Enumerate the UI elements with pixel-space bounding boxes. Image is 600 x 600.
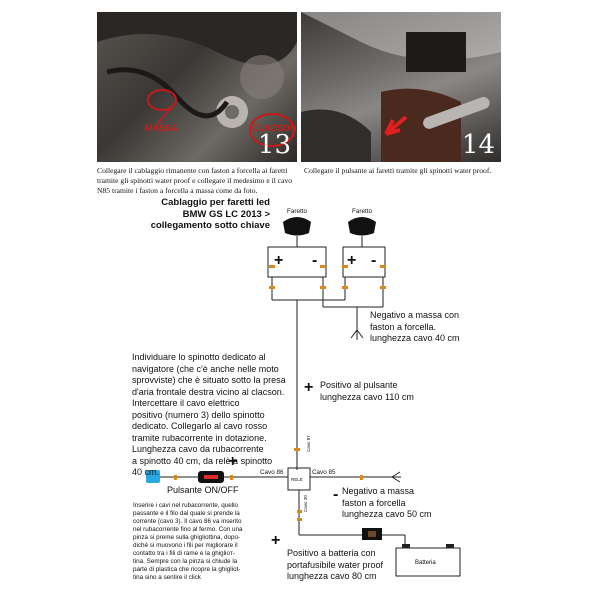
instructions-plus: +	[228, 453, 238, 470]
light-1-plus: +	[274, 252, 284, 269]
batteria-label: Batteria	[415, 560, 436, 566]
faretto-1-icon	[283, 217, 311, 236]
connector-icon	[380, 265, 386, 268]
title-line: Cablaggio per faretti led	[161, 197, 270, 208]
caption-photo-14: Collegare il pulsante ai faretti tramite…	[304, 166, 492, 175]
faretto-1-label: Faretto	[287, 208, 307, 215]
photo-13: MASSA CLACSON 13	[97, 12, 297, 162]
rubacorrente-note: Inserire i cavi nel rubacorrente, quello…	[133, 502, 243, 581]
positivo-pulsante-text: Positivo al pulsante lunghezza cavo 110 …	[320, 380, 414, 402]
connector-icon	[380, 286, 386, 289]
light-2-terminal-box	[342, 246, 386, 278]
title-line: collegamento sotto chiave	[150, 220, 270, 231]
ground-fork-icon	[350, 329, 364, 340]
cavo-30-label: Cavo 30	[303, 495, 308, 512]
connector-icon	[269, 286, 275, 289]
cavo-87-label: Cavo 87	[306, 435, 311, 452]
connector-icon	[342, 265, 348, 268]
clacson-label: CLACSON	[252, 123, 297, 133]
connector-icon	[269, 265, 275, 268]
caption-photo-13: Collegare il cablaggio rimanente con fas…	[97, 166, 293, 195]
positivo-batteria-plus: +	[271, 532, 281, 549]
battery-icon	[395, 544, 461, 577]
faretto-2-icon	[348, 217, 376, 236]
light-1	[283, 217, 311, 236]
connector-icon	[297, 518, 302, 521]
light-2-plus: +	[347, 252, 357, 269]
connector-icon	[320, 265, 326, 268]
cavo-85-label: Cavo 85	[312, 469, 336, 476]
fuse-holder-icon	[362, 528, 382, 540]
connector-icon	[230, 475, 233, 480]
positivo-batteria-text: Positivo a batteria con portafusibile wa…	[287, 548, 384, 581]
connector-icon	[320, 286, 326, 289]
negativo-massa-2-minus: -	[333, 486, 339, 503]
massa-label: MASSA	[145, 123, 178, 133]
diagram-title: Cablaggio per faretti led BMW GS LC 2013…	[130, 197, 270, 232]
photo-14-illustration	[301, 12, 501, 162]
connector-icon	[297, 510, 302, 513]
pulsante-led-icon	[204, 475, 218, 479]
instructions-text: Individuare lo spinotto dedicato al navi…	[132, 352, 286, 477]
title-line: BMW GS LC 2013 >	[182, 208, 270, 220]
ground-fork-icon	[391, 471, 401, 483]
connector-icon	[294, 448, 300, 451]
light-1-minus: -	[312, 252, 318, 269]
faretto-2-label: Faretto	[352, 208, 372, 215]
photo-14: 14	[301, 12, 501, 162]
pulsante-connector-icon	[146, 470, 160, 483]
cavo-86-label: Cavo 86	[260, 469, 284, 476]
negativo-massa-1-text: Negativo a massa con faston a forcella. …	[370, 310, 460, 343]
photo-number: 13	[257, 130, 291, 160]
connector-icon	[174, 475, 177, 480]
light-2	[348, 217, 376, 236]
connector-icon	[342, 286, 348, 289]
relay-center-label: RELE	[291, 477, 303, 482]
positivo-pulsante-plus: +	[304, 379, 314, 396]
photo-13-illustration	[97, 12, 297, 147]
negativo-massa-2-text: Negativo a massa faston a forcella lungh…	[342, 486, 432, 519]
pulsante-label: Pulsante ON/OFF	[167, 485, 239, 495]
photo-number: 14	[461, 130, 495, 160]
connector-icon	[360, 475, 363, 480]
light-2-minus: -	[371, 252, 377, 269]
